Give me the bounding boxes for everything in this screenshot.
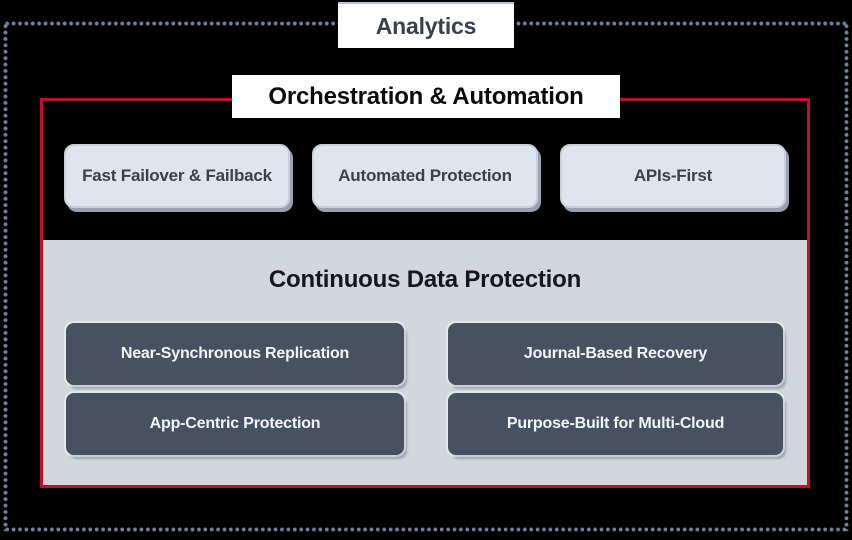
capability-label: Automated Protection (338, 166, 512, 185)
capability-box-automated-protection: Automated Protection (312, 144, 538, 208)
cdp-feature-grid: Near-Synchronous Replication Journal-Bas… (66, 323, 783, 455)
feature-box-purpose-built-multi-cloud: Purpose-Built for Multi-Cloud (448, 393, 783, 455)
analytics-title: Analytics (375, 12, 477, 39)
analytics-title-box: Analytics (338, 2, 514, 48)
dotted-border-left (3, 23, 8, 531)
feature-box-journal-based-recovery: Journal-Based Recovery (448, 323, 783, 385)
feature-label: Near-Synchronous Replication (120, 345, 350, 362)
capability-box-apis-first: APIs-First (560, 144, 786, 208)
capability-label: Fast Failover & Failback (82, 166, 272, 185)
capability-label: APIs-First (633, 166, 713, 185)
capability-row: Fast Failover & Failback Automated Prote… (64, 144, 786, 208)
dotted-border-bottom (4, 527, 848, 532)
dotted-border-right (844, 23, 849, 531)
feature-label: Journal-Based Recovery (523, 345, 708, 362)
feature-box-app-centric-protection: App-Centric Protection (66, 393, 404, 455)
orchestration-title: Orchestration & Automation (268, 82, 584, 110)
orchestration-title-box: Orchestration & Automation (232, 75, 620, 118)
feature-box-near-synchronous-replication: Near-Synchronous Replication (66, 323, 404, 385)
feature-label: Purpose-Built for Multi-Cloud (506, 415, 725, 432)
feature-label: App-Centric Protection (149, 415, 321, 432)
capability-box-fast-failover: Fast Failover & Failback (64, 144, 290, 208)
cdp-panel-title: Continuous Data Protection (268, 266, 582, 293)
